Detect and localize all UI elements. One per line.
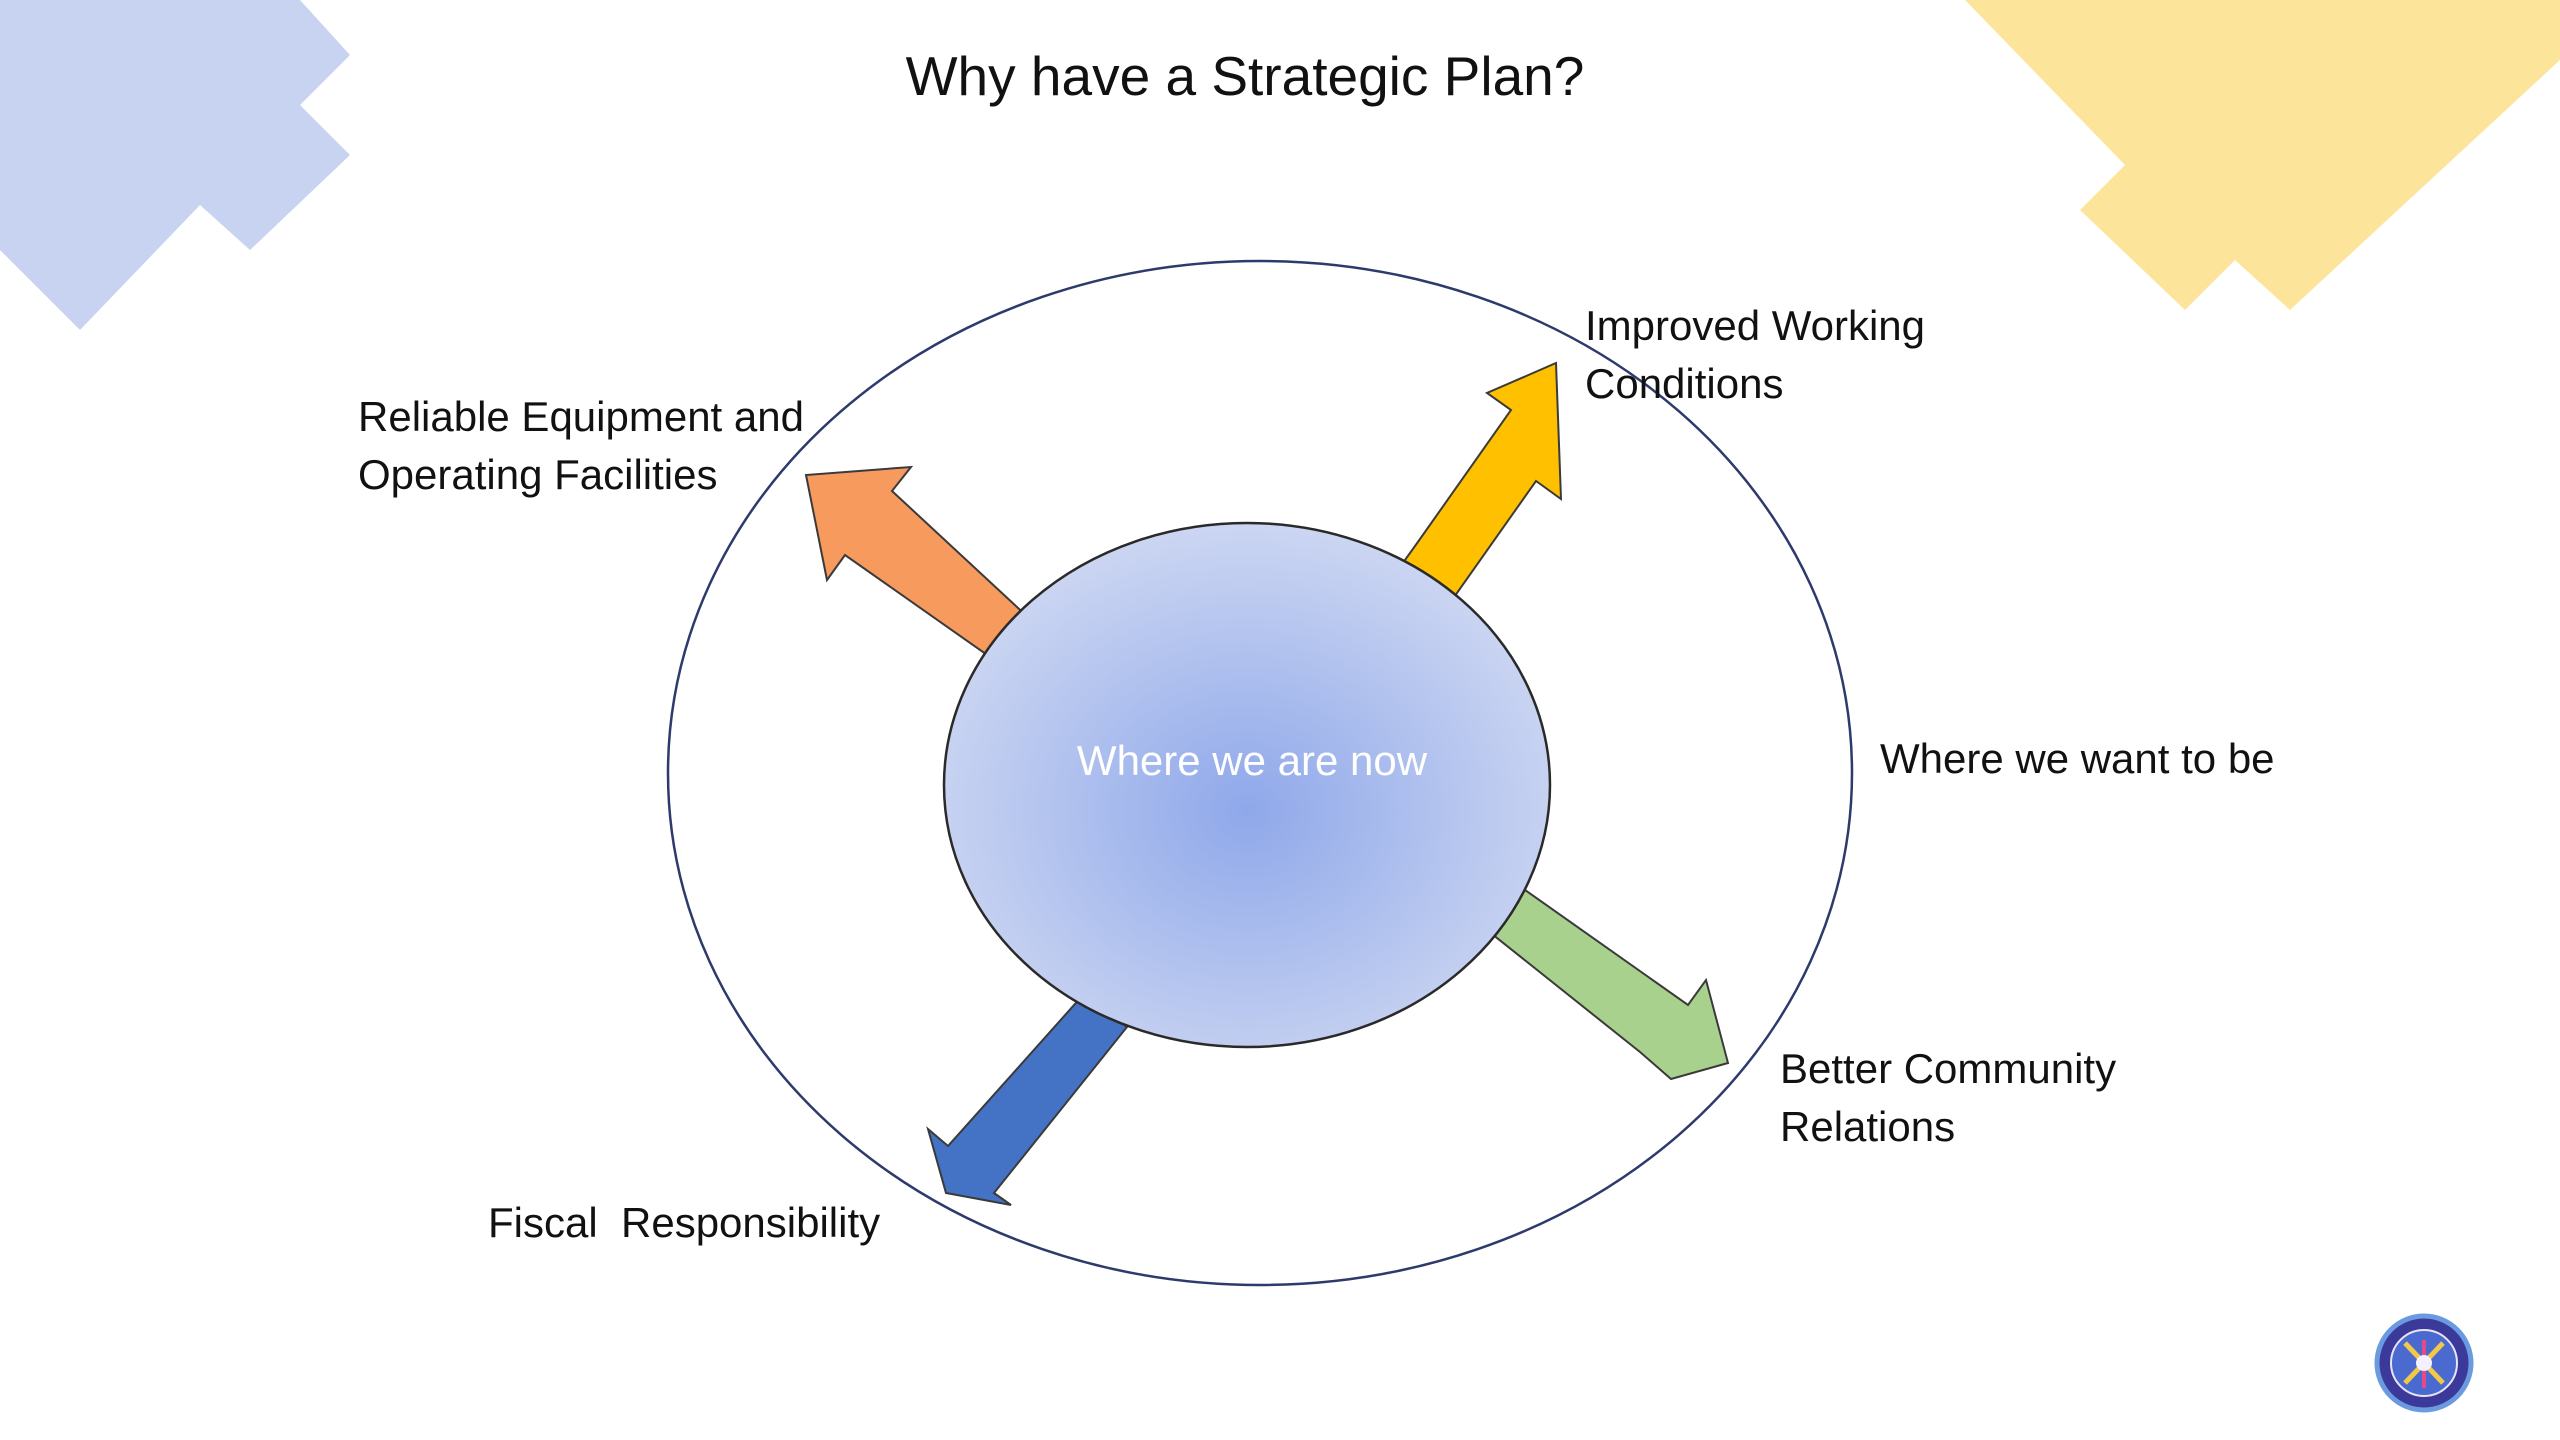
- label-fiscal-responsibility: Fiscal Responsibility: [488, 1199, 880, 1246]
- arrow-fiscal-responsibility: [926, 993, 1129, 1206]
- label-where-we-want-to-be: Where we want to be: [1880, 735, 2275, 782]
- arrow-improved-working-conditions: [1393, 361, 1563, 612]
- center-circle: [942, 521, 1552, 1049]
- label-improved-working-conditions-line1: Improved Working: [1585, 302, 1925, 349]
- center-circle-label: Where we are now: [1077, 737, 1428, 784]
- label-better-community-relations: Better Community Relations: [1780, 1045, 2128, 1150]
- label-improved-working-conditions-line2: Conditions: [1585, 360, 1783, 407]
- label-better-community-relations-line2: Relations: [1780, 1103, 1955, 1150]
- label-better-community-relations-line1: Better Community: [1780, 1045, 2116, 1092]
- top-left-decoration: [0, 0, 350, 330]
- label-improved-working-conditions: Improved Working Conditions: [1585, 302, 1937, 407]
- arrow-better-community-relations: [1485, 883, 1730, 1081]
- organization-seal-icon: [2374, 1313, 2474, 1413]
- label-fiscal-responsibility-line1: Fiscal Responsibility: [488, 1199, 880, 1246]
- label-reliable-equipment-line1: Reliable Equipment and: [358, 393, 804, 440]
- slide-title: Why have a Strategic Plan?: [906, 45, 1585, 107]
- top-right-decoration: [1965, 0, 2560, 310]
- label-reliable-equipment-line2: Operating Facilities: [358, 451, 717, 498]
- label-reliable-equipment: Reliable Equipment and Operating Facilit…: [358, 393, 816, 498]
- outer-circle: [666, 259, 1854, 1287]
- arrow-reliable-equipment: [804, 465, 1033, 666]
